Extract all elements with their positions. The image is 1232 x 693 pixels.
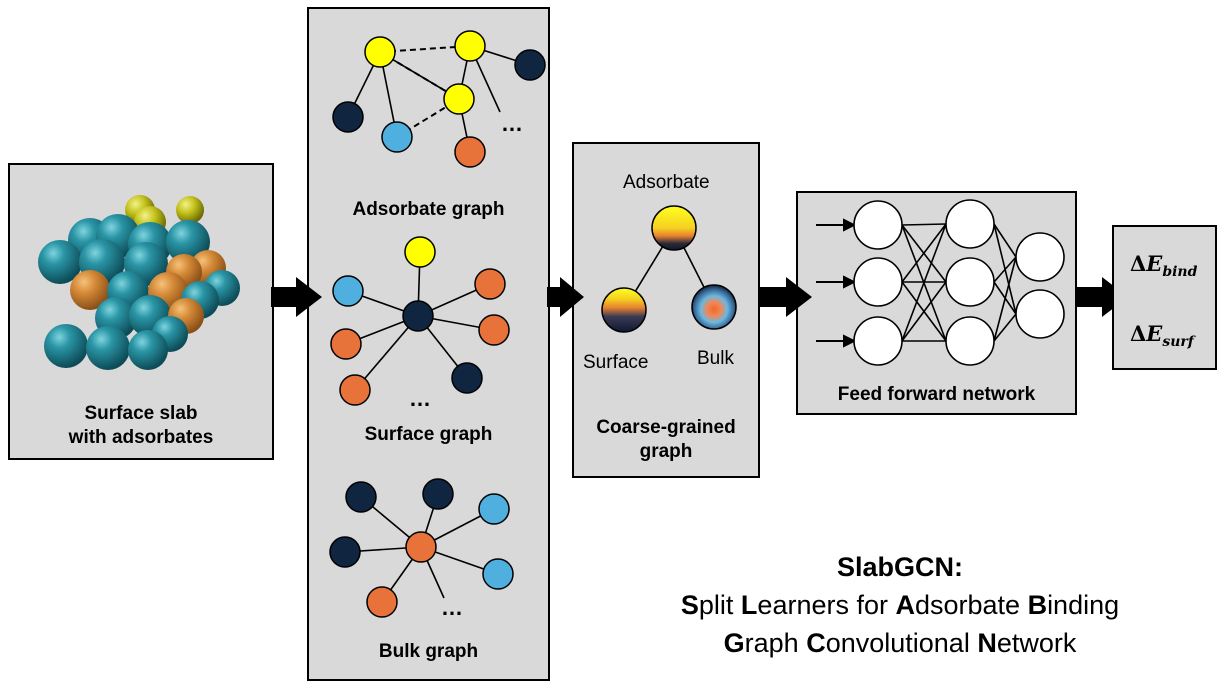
- slab-label-line1: Surface slab: [84, 403, 198, 424]
- coarse-grained-label: Coarse-grained graph: [572, 416, 760, 464]
- flow-arrows: [271, 277, 1128, 317]
- title-line1: SlabGCN:: [836, 552, 963, 582]
- coarse-bulk-label: Bulk: [697, 348, 734, 369]
- bulk-graph-label: Bulk graph: [378, 641, 479, 662]
- bulk-graph-ellipsis: …: [441, 595, 463, 620]
- coarse-surface-label: Surface: [583, 352, 649, 373]
- surface-graph-ellipsis: …: [409, 386, 431, 411]
- coarse-adsorbate-node: [651, 205, 697, 251]
- coarse-bulk-node: [691, 284, 737, 330]
- coarse-label-line2: graph: [639, 440, 693, 462]
- adsorbate-graph-label: Adsorbate graph: [352, 199, 505, 220]
- ffn-input-arrows: [816, 218, 857, 348]
- slabgcn-title: SlabGCN: Split Learners for Adsorbate Bi…: [620, 548, 1180, 662]
- coarse-adsorbate-label: Adsorbate: [623, 172, 710, 193]
- delta-e-bind: ΔEbind: [1130, 251, 1198, 281]
- bulk-graph-nodes: [329, 478, 514, 618]
- adsorbate-graph-ellipsis: …: [501, 111, 523, 136]
- output-panel: ΔEbind ΔEsurf: [1112, 225, 1217, 370]
- arrow-coarse-to-ffn: [760, 277, 812, 317]
- delta-e-surf: ΔEsurf: [1130, 321, 1194, 351]
- ffn-connections: [901, 223, 1017, 342]
- ffn-label: Feed forward network: [837, 384, 1036, 405]
- ffn-neurons: [853, 199, 1065, 366]
- slab-label: Surface slab with adsorbates: [8, 402, 274, 450]
- surface-graph-nodes: [330, 236, 510, 406]
- surface-graph-label: Surface graph: [364, 424, 493, 445]
- title-line3: Graph Convolutional Network: [723, 628, 1077, 658]
- slab-label-line2: with adsorbates: [68, 426, 214, 448]
- arrow-ffn-to-output: [1077, 277, 1128, 317]
- adsorbate-graph-nodes: [332, 30, 546, 168]
- title-line2: Split Learners for Adsorbate Binding: [680, 590, 1120, 620]
- coarse-label-line1: Coarse-grained: [596, 417, 736, 438]
- arrow-graphs-to-coarse: [547, 277, 584, 317]
- coarse-surface-node: [601, 287, 647, 333]
- arrow-slab-to-graphs: [271, 277, 322, 317]
- slab-atoms: [38, 195, 240, 370]
